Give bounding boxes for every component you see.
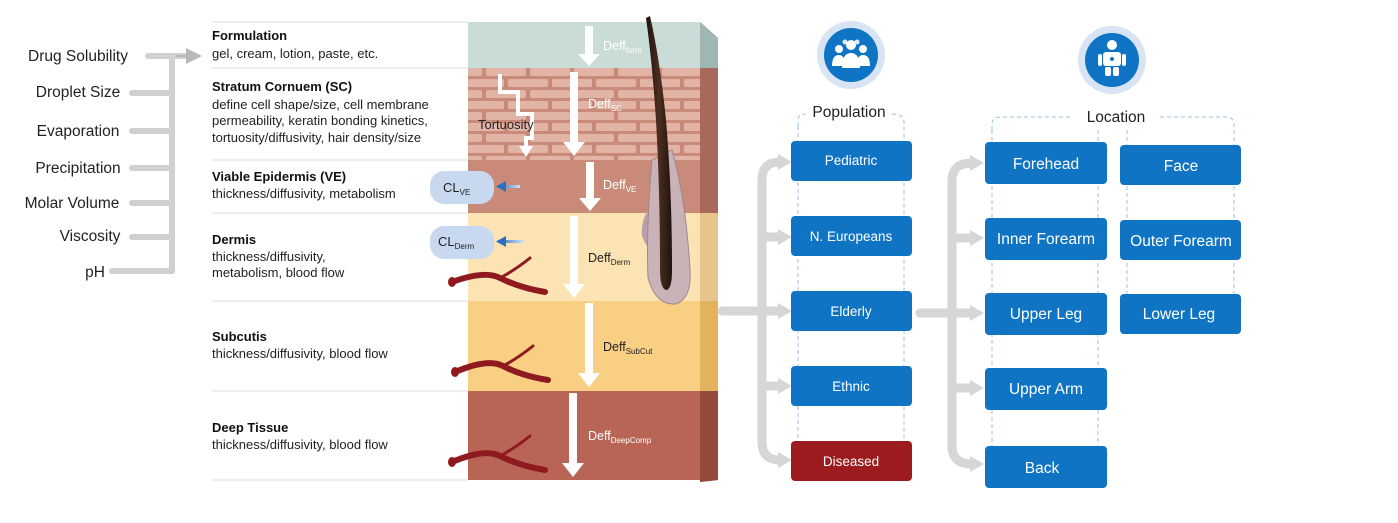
population-box[interactable] bbox=[791, 366, 912, 406]
layer-desc: thickness/diffusivity, blood flow bbox=[212, 346, 388, 361]
location-box[interactable] bbox=[985, 142, 1107, 184]
property-label: Drug Solubility bbox=[28, 48, 128, 65]
deff-label: Deffform bbox=[603, 39, 642, 55]
population-box[interactable] bbox=[791, 216, 912, 256]
location-item[interactable]: Face bbox=[1120, 145, 1241, 185]
deff-label: DeffDeepComp bbox=[588, 429, 652, 445]
layer-title: Deep Tissue bbox=[212, 420, 288, 435]
svg-text:Pediatric: Pediatric bbox=[825, 153, 878, 168]
layer-desc: thickness/diffusivity, bbox=[212, 249, 326, 264]
location-item[interactable]: Back bbox=[985, 446, 1107, 488]
people-group-icon bbox=[832, 39, 870, 68]
location-item[interactable]: Inner Forearm bbox=[985, 218, 1107, 260]
layer-deep-tissue bbox=[468, 391, 700, 480]
layer-desc: tortuosity/diffusivity, hair density/siz… bbox=[212, 130, 421, 145]
svg-text:Ethnic: Ethnic bbox=[832, 379, 870, 394]
svg-text:Lower Leg: Lower Leg bbox=[1143, 306, 1215, 323]
svg-text:Elderly: Elderly bbox=[830, 304, 872, 319]
location-brace bbox=[915, 158, 979, 469]
layer-desc: metabolism, blood flow bbox=[212, 265, 345, 280]
location-title: Location bbox=[1087, 109, 1146, 126]
property-label: Evaporation bbox=[37, 123, 120, 140]
population-item[interactable]: Ethnic bbox=[791, 366, 912, 406]
population-item[interactable]: N. Europeans bbox=[791, 216, 912, 256]
layer-title: Subcutis bbox=[212, 329, 267, 344]
svg-text:Face: Face bbox=[1164, 158, 1198, 175]
layer-descriptions: Formulation gel, cream, lotion, paste, e… bbox=[212, 21, 468, 481]
layer-desc: thickness/diffusivity, blood flow bbox=[212, 437, 388, 452]
layer-desc: gel, cream, lotion, paste, etc. bbox=[212, 46, 378, 61]
svg-text:CLVE: CLVE bbox=[443, 180, 470, 197]
layer-desc: permeability, keratin bonding kinetics, bbox=[212, 113, 428, 128]
property-label: Precipitation bbox=[35, 160, 120, 177]
location-box[interactable] bbox=[985, 446, 1107, 488]
svg-text:Forehead: Forehead bbox=[1013, 156, 1079, 173]
layer-title: Stratum Cornuem (SC) bbox=[212, 79, 352, 94]
svg-text:Back: Back bbox=[1025, 460, 1060, 477]
layer-desc: define cell shape/size, cell membrane bbox=[212, 97, 429, 112]
svg-text:Inner Forearm: Inner Forearm bbox=[997, 231, 1095, 248]
population-group: Population Pediatric N. Europeans Elderl… bbox=[791, 21, 912, 481]
location-item[interactable]: Outer Forearm bbox=[1120, 220, 1241, 260]
population-item[interactable]: Diseased bbox=[791, 441, 912, 481]
population-box[interactable] bbox=[791, 441, 912, 481]
blood-vessel-icon bbox=[449, 256, 551, 473]
skin-block: Tortuosity Deffform DeffSC DeffVE DeffDe… bbox=[448, 16, 718, 482]
tortuosity-label: Tortuosity bbox=[478, 117, 534, 132]
location-item[interactable]: Forehead bbox=[985, 142, 1107, 184]
population-item[interactable]: Pediatric bbox=[791, 141, 912, 181]
property-label: Viscosity bbox=[60, 228, 121, 245]
property-list: Drug Solubility Droplet Size Evaporation… bbox=[25, 48, 129, 281]
hair-follicle-icon bbox=[641, 16, 691, 305]
svg-text:CLDerm: CLDerm bbox=[438, 234, 475, 251]
population-item[interactable]: Elderly bbox=[791, 291, 912, 331]
population-box[interactable] bbox=[791, 291, 912, 331]
deff-label: DeffSubCut bbox=[603, 340, 653, 356]
diffusion-arrows bbox=[562, 26, 601, 477]
location-group: Location Forehead Inner Forearm Upper Le… bbox=[985, 26, 1241, 488]
svg-text:Outer Forearm: Outer Forearm bbox=[1130, 233, 1232, 250]
location-box[interactable] bbox=[1120, 220, 1241, 260]
layer-formulation bbox=[468, 22, 700, 68]
svg-text:Diseased: Diseased bbox=[823, 454, 879, 469]
location-item[interactable]: Lower Leg bbox=[1120, 294, 1241, 334]
svg-text:N. Europeans: N. Europeans bbox=[810, 229, 893, 244]
location-item[interactable]: Upper Leg bbox=[985, 293, 1107, 335]
deff-label: DeffVE bbox=[603, 178, 636, 194]
deff-label: DeffDerm bbox=[588, 251, 631, 267]
population-title: Population bbox=[812, 104, 885, 121]
body-figure-icon bbox=[1098, 40, 1126, 76]
deff-label: DeffSC bbox=[588, 97, 622, 113]
location-box[interactable] bbox=[985, 218, 1107, 260]
clearance-ve: CLVE bbox=[430, 171, 520, 204]
population-brace bbox=[717, 157, 787, 465]
population-box[interactable] bbox=[791, 141, 912, 181]
location-box[interactable] bbox=[1120, 294, 1241, 334]
tortuosity-path bbox=[498, 74, 534, 148]
layer-title: Formulation bbox=[212, 28, 287, 43]
svg-text:Upper Arm: Upper Arm bbox=[1009, 381, 1083, 398]
layer-title: Viable Epidermis (VE) bbox=[212, 169, 346, 184]
location-box[interactable] bbox=[985, 368, 1107, 410]
property-label: Molar Volume bbox=[25, 195, 120, 212]
location-box[interactable] bbox=[1120, 145, 1241, 185]
layer-desc: thickness/diffusivity, metabolism bbox=[212, 186, 396, 201]
property-label: Droplet Size bbox=[36, 84, 120, 101]
property-brace bbox=[109, 53, 193, 274]
location-item[interactable]: Upper Arm bbox=[985, 368, 1107, 410]
location-box[interactable] bbox=[985, 293, 1107, 335]
layer-title: Dermis bbox=[212, 232, 256, 247]
property-label: pH bbox=[85, 264, 105, 281]
clearance-derm: CLDerm bbox=[430, 226, 524, 259]
svg-text:Upper Leg: Upper Leg bbox=[1010, 306, 1082, 323]
